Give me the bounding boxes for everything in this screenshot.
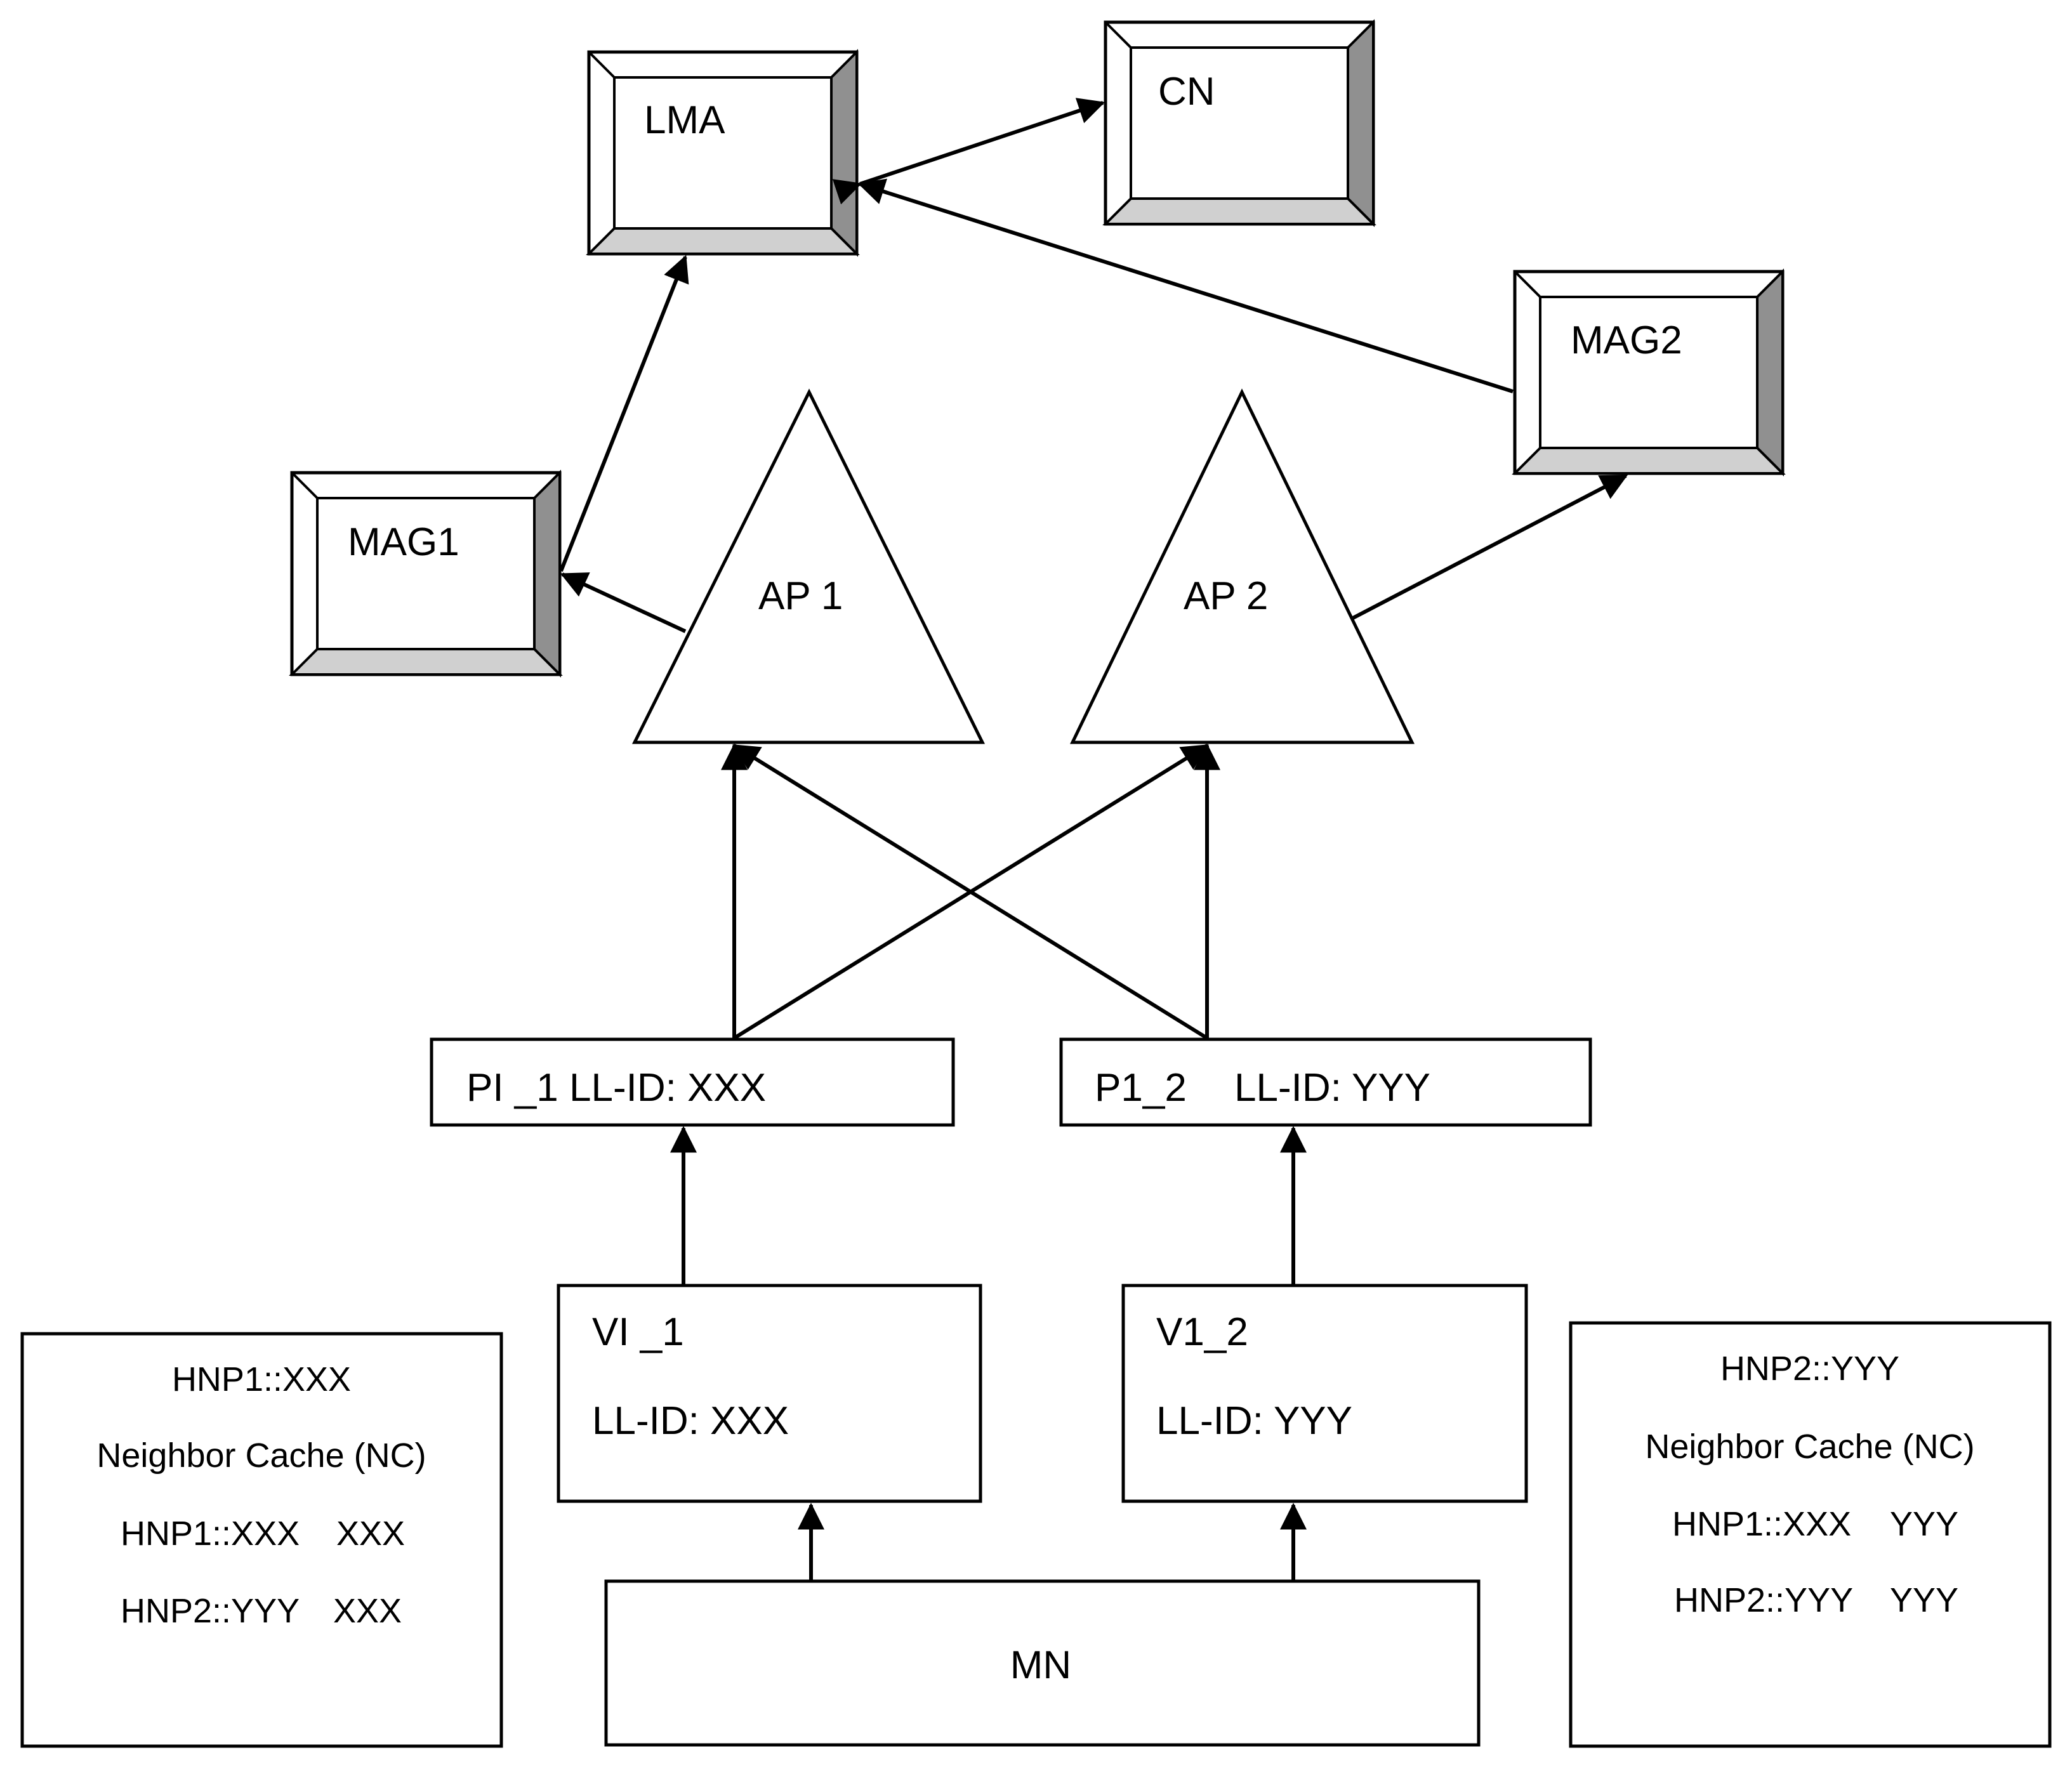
mag1-node: MAG1 [289, 470, 563, 678]
nc-right-caption: Neighbor Cache (NC) [1645, 1428, 1974, 1466]
p12-interface: P1_2 LL-ID: YYY [1059, 1037, 1592, 1127]
ap1-label: AP 1 [758, 574, 843, 618]
nc-left-caption: Neighbor Cache (NC) [96, 1437, 426, 1475]
nc-right-row2-prefix: HNP2::YYY [1674, 1581, 1853, 1619]
nc-left-title: HNP1::XXX [172, 1360, 351, 1398]
nc-left-box: HNP1::XXX Neighbor Cache (NC) HNP1::XXX … [20, 1332, 503, 1748]
mag1-label: MAG1 [348, 520, 459, 564]
p12-label-b: LL-ID: YYY [1234, 1066, 1430, 1110]
lma-node: LMA [586, 49, 860, 257]
vi1-interface: VI _1 LL-ID: XXX [557, 1284, 982, 1503]
mag2-node: MAG2 [1512, 268, 1786, 477]
edge-ap1-mag1 [560, 572, 687, 633]
edge-ap2-mag2 [1350, 474, 1628, 621]
pi1-interface: PI _1 LL-ID: XXX [430, 1037, 955, 1127]
vi1-line1: VI _1 [592, 1310, 684, 1354]
pi1-label: PI _1 LL-ID: XXX [466, 1066, 766, 1110]
mn-label: MN [1010, 1643, 1071, 1687]
p12-label-a: P1_2 [1095, 1066, 1187, 1110]
nc-right-row1-ll: YYY [1890, 1505, 1958, 1543]
edge-p12-ap1 [732, 744, 1208, 1040]
mn-node: MN [604, 1579, 1481, 1747]
v12-line2: LL-ID: YYY [1156, 1399, 1352, 1443]
nc-right-title: HNP2::YYY [1720, 1350, 1899, 1388]
edge-lma-cn [832, 98, 1105, 205]
ap2-node: AP 2 [1070, 388, 1415, 744]
cn-label: CN [1158, 70, 1215, 114]
edge-mag2-lma [857, 178, 1514, 393]
mag2-label: MAG2 [1571, 319, 1682, 362]
edge-mag1-lma [559, 254, 689, 572]
cn-node: CN [1102, 19, 1376, 227]
nc-left-row2-ll: XXX [333, 1592, 402, 1630]
vi1-line2: LL-ID: XXX [592, 1399, 789, 1443]
nc-right-row2-ll: YYY [1890, 1581, 1958, 1619]
ap2-label: AP 2 [1184, 574, 1268, 618]
v12-line1: V1_2 [1156, 1310, 1248, 1354]
lma-label: LMA [644, 98, 725, 142]
nc-right-row1-prefix: HNP1::XXX [1672, 1505, 1851, 1543]
nc-left-row1-ll: XXX [336, 1515, 405, 1553]
ap1-node: AP 1 [631, 388, 986, 744]
nc-left-row2-prefix: HNP2::YYY [121, 1592, 300, 1630]
v12-interface: V1_2 LL-ID: YYY [1121, 1284, 1528, 1503]
nc-left-row1-prefix: HNP1::XXX [121, 1515, 300, 1553]
nc-right-box: HNP2::YYY Neighbor Cache (NC) HNP1::XXX … [1569, 1321, 2052, 1748]
